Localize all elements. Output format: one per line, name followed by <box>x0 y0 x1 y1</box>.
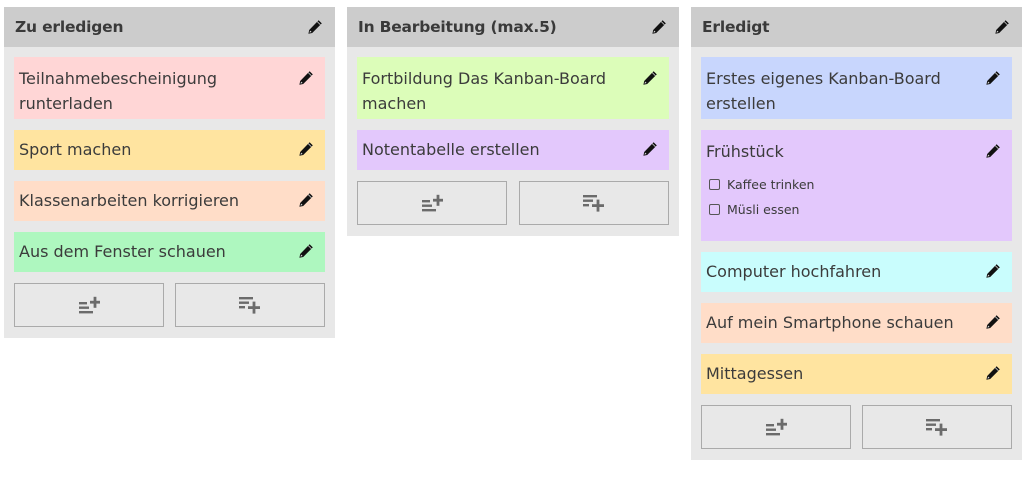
add-card-icon <box>925 418 949 436</box>
column-header: In Bearbeitung (max.5) <box>347 7 679 47</box>
column-header: Zu erledigen <box>4 7 335 47</box>
task-card[interactable]: Frühstück Kaffee trinken Müsli essen <box>701 130 1012 241</box>
add-subtask-button[interactable] <box>701 405 851 449</box>
card-list: Erstes eigenes Kanban-Board erstellen Fr… <box>691 47 1022 394</box>
task-card[interactable]: Teilnahmebescheinigung runterladen <box>14 57 325 119</box>
pencil-icon[interactable] <box>307 19 323 35</box>
pencil-icon[interactable] <box>298 70 314 86</box>
add-card-icon <box>582 194 606 212</box>
checklist-item: Kaffee trinken <box>709 172 1000 197</box>
add-card-button[interactable] <box>175 283 325 327</box>
task-card[interactable]: Klassenarbeiten korrigieren <box>14 181 325 221</box>
pencil-icon[interactable] <box>985 263 1001 279</box>
task-card[interactable]: Erstes eigenes Kanban-Board erstellen <box>701 57 1012 119</box>
column-actions <box>347 181 679 225</box>
pencil-icon[interactable] <box>642 70 658 86</box>
task-card[interactable]: Computer hochfahren <box>701 252 1012 292</box>
pencil-icon[interactable] <box>985 143 1001 159</box>
column-actions <box>4 283 335 327</box>
card-title: Teilnahmebescheinigung runterladen <box>19 69 218 113</box>
task-card[interactable]: Aus dem Fenster schauen <box>14 232 325 272</box>
pencil-icon[interactable] <box>985 365 1001 381</box>
card-title: Klassenarbeiten korrigieren <box>19 191 240 210</box>
pencil-icon[interactable] <box>298 141 314 157</box>
card-list: Teilnahmebescheinigung runterladen Sport… <box>4 47 335 272</box>
checklist-item-label: Kaffee trinken <box>727 177 815 192</box>
checkbox[interactable] <box>709 204 720 215</box>
card-title: Fortbildung Das Kanban-Board machen <box>362 69 607 113</box>
card-title: Aus dem Fenster schauen <box>19 242 226 261</box>
task-card[interactable]: Notentabelle erstellen <box>357 130 669 170</box>
pencil-icon[interactable] <box>985 314 1001 330</box>
checklist-item: Müsli essen <box>709 197 1000 222</box>
column-actions <box>691 405 1022 449</box>
add-card-button[interactable] <box>862 405 1012 449</box>
card-title: Frühstück <box>706 142 784 161</box>
pencil-icon[interactable] <box>651 19 667 35</box>
task-card[interactable]: Sport machen <box>14 130 325 170</box>
column-title: In Bearbeitung (max.5) <box>358 18 557 36</box>
pencil-icon[interactable] <box>298 243 314 259</box>
column-title: Erledigt <box>702 18 770 36</box>
add-subtask-button[interactable] <box>357 181 507 225</box>
card-title: Auf mein Smartphone schauen <box>706 313 954 332</box>
card-title: Erstes eigenes Kanban-Board erstellen <box>706 69 941 113</box>
checkbox[interactable] <box>709 179 720 190</box>
column-in-bearbeitung: In Bearbeitung (max.5) Fortbildung Das K… <box>347 7 679 236</box>
task-card[interactable]: Auf mein Smartphone schauen <box>701 303 1012 343</box>
pencil-icon[interactable] <box>985 70 1001 86</box>
add-subtask-icon <box>77 296 101 314</box>
card-title: Sport machen <box>19 140 132 159</box>
checklist: Kaffee trinken Müsli essen <box>706 172 1000 222</box>
column-erledigt: Erledigt Erstes eigenes Kanban-Board ers… <box>691 7 1022 460</box>
pencil-icon[interactable] <box>994 19 1010 35</box>
pencil-icon[interactable] <box>642 141 658 157</box>
add-card-button[interactable] <box>519 181 669 225</box>
add-card-icon <box>238 296 262 314</box>
add-subtask-icon <box>420 194 444 212</box>
column-header: Erledigt <box>691 7 1022 47</box>
card-title: Computer hochfahren <box>706 262 882 281</box>
checklist-item-label: Müsli essen <box>727 202 800 217</box>
task-card[interactable]: Mittagessen <box>701 354 1012 394</box>
pencil-icon[interactable] <box>298 192 314 208</box>
add-subtask-icon <box>764 418 788 436</box>
column-zu-erledigen: Zu erledigen Teilnahmebescheinigung runt… <box>4 7 335 338</box>
column-title: Zu erledigen <box>15 18 124 36</box>
task-card[interactable]: Fortbildung Das Kanban-Board machen <box>357 57 669 119</box>
card-title: Notentabelle erstellen <box>362 140 540 159</box>
card-list: Fortbildung Das Kanban-Board machen Note… <box>347 47 679 170</box>
add-subtask-button[interactable] <box>14 283 164 327</box>
card-title: Mittagessen <box>706 364 804 383</box>
